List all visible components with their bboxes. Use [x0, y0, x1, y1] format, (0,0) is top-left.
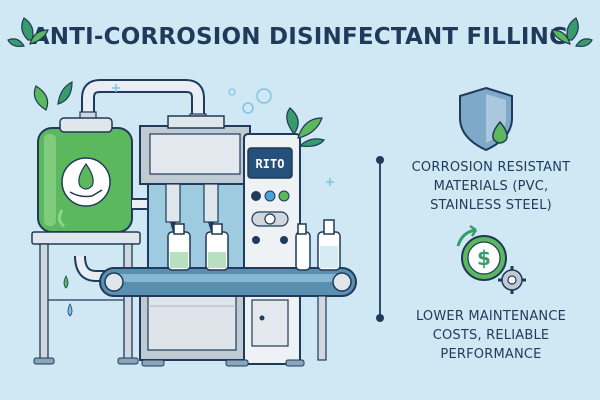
feature-line: MATERIALS (PVC, [433, 179, 549, 194]
bottle [167, 223, 191, 271]
droplet-decoration-icon [63, 275, 73, 317]
tank-stand [31, 231, 141, 365]
leaf-decoration-machine-icon [286, 107, 326, 147]
drain-pipe [74, 255, 118, 282]
feature-line: LOWER MAINTENANCE [415, 309, 567, 324]
leaf-decoration-right-icon [551, 17, 593, 47]
feature-timeline [376, 156, 384, 322]
bottle [295, 223, 311, 271]
machine-brand-label: RITO [256, 157, 285, 171]
disinfectant-tank [37, 117, 133, 233]
bottle [205, 223, 229, 271]
feature-line: CORROSION RESISTANT [411, 160, 571, 175]
dollar-gear-icon: $ [456, 224, 526, 294]
bottle [317, 219, 341, 271]
bubble-decoration-icon [112, 84, 334, 186]
feature-line: STAINLESS STEEL) [430, 198, 552, 213]
leaf-decoration-tank-icon [33, 81, 73, 111]
shield-droplet-icon [459, 86, 513, 152]
feature-line: COSTS, RELIABLE [432, 328, 550, 343]
svg-text:$: $ [477, 246, 491, 270]
feature-maintenance-text: LOWER MAINTENANCE COSTS, RELIABLE PERFOR… [396, 307, 586, 364]
feature-corrosion-text: CORROSION RESISTANT MATERIALS (PVC, STAI… [396, 158, 586, 215]
page-title: ANTI-CORROSION DISINFECTANT FILLING [31, 24, 569, 50]
leaf-decoration-left-icon [7, 17, 49, 47]
feature-line: PERFORMANCE [440, 347, 542, 362]
filling-machine-body [139, 115, 251, 271]
machine-control-panel: RITO [243, 133, 301, 365]
